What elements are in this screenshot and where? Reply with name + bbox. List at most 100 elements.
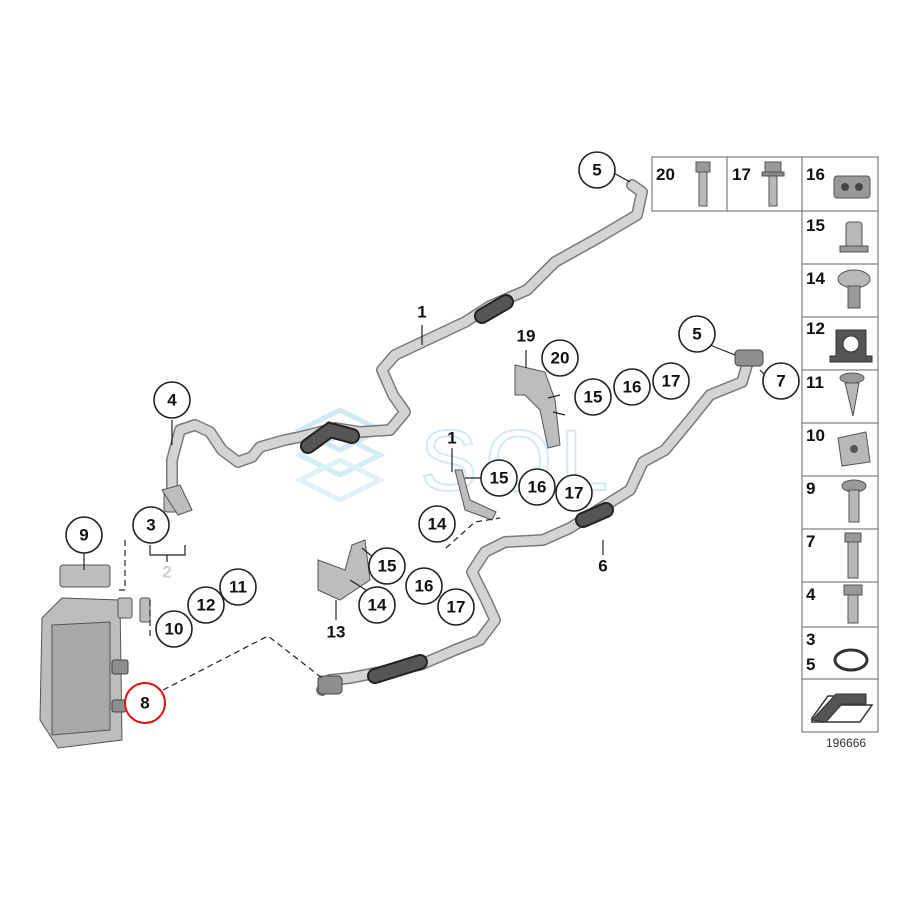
svg-text:20: 20 <box>551 349 570 368</box>
bolt-icon <box>695 161 711 207</box>
svg-text:7: 7 <box>806 532 815 551</box>
legend-cell-11[interactable]: 11 <box>801 369 879 424</box>
socket-bolt-icon <box>843 584 863 624</box>
legend-cell-14[interactable]: 14 <box>801 263 879 318</box>
callout-17-c[interactable]: 17 <box>437 588 475 626</box>
callout-20-mid[interactable]: 20 <box>541 339 579 377</box>
round-head-screw-icon <box>841 479 867 523</box>
legend-cell-12[interactable]: 12 <box>801 316 879 371</box>
bracket-1-mid <box>454 469 497 521</box>
svg-text:16: 16 <box>415 577 434 596</box>
callout-14-b[interactable]: 14 <box>358 586 396 624</box>
svg-text:15: 15 <box>806 216 825 235</box>
legend-cell-20[interactable]: 20 <box>651 156 728 212</box>
callout-4[interactable]: 4 <box>153 381 191 419</box>
svg-text:17: 17 <box>565 484 584 503</box>
legend-cell-arrow <box>801 678 879 733</box>
callout-17-a[interactable]: 17 <box>652 362 690 400</box>
svg-text:20: 20 <box>656 165 675 184</box>
svg-text:16: 16 <box>806 165 825 184</box>
callout-1-top[interactable]: 1 <box>417 303 426 322</box>
nut-insert-icon <box>839 221 869 253</box>
callout-9[interactable]: 9 <box>65 516 103 554</box>
svg-text:4: 4 <box>806 585 816 604</box>
callout-5-right[interactable]: 5 <box>678 315 716 353</box>
diagram-number: 196666 <box>826 736 866 750</box>
svg-text:12: 12 <box>197 596 216 615</box>
svg-text:7: 7 <box>776 372 785 391</box>
svg-text:17: 17 <box>732 165 751 184</box>
svg-text:8: 8 <box>140 694 149 713</box>
callout-19[interactable]: 19 <box>517 327 536 346</box>
bracket-3 <box>161 484 193 516</box>
svg-text:4: 4 <box>167 391 177 410</box>
svg-text:3: 3 <box>806 630 815 649</box>
legend-cell-3-5[interactable]: 3 5 <box>801 626 879 680</box>
svg-text:17: 17 <box>662 372 681 391</box>
svg-text:14: 14 <box>368 596 387 615</box>
svg-text:6: 6 <box>598 557 607 576</box>
svg-text:1: 1 <box>417 303 426 322</box>
parts-legend: 20 17 16 15 <box>651 156 879 750</box>
hose-line-6 <box>316 349 764 696</box>
callout-14-a[interactable]: 14 <box>418 505 456 543</box>
svg-text:15: 15 <box>584 388 603 407</box>
svg-text:10: 10 <box>806 426 825 445</box>
callout-16-a[interactable]: 16 <box>613 368 651 406</box>
svg-text:11: 11 <box>229 578 247 597</box>
callout-10[interactable]: 10 <box>155 610 193 648</box>
push-rivet-icon <box>837 269 871 309</box>
callout-2[interactable]: 2 <box>162 563 171 582</box>
svg-text:11: 11 <box>806 373 824 392</box>
legend-cell-4[interactable]: 4 <box>801 581 879 628</box>
callout-13[interactable]: 13 <box>327 623 346 642</box>
callout-7[interactable]: 7 <box>762 362 800 400</box>
callout-15-c[interactable]: 15 <box>368 547 406 585</box>
legend-cell-15[interactable]: 15 <box>801 210 879 265</box>
svg-text:13: 13 <box>327 623 346 642</box>
legend-cell-9[interactable]: 9 <box>801 475 879 530</box>
svg-text:10: 10 <box>165 620 184 639</box>
legend-cell-7[interactable]: 7 <box>801 528 879 583</box>
svg-text:5: 5 <box>806 655 815 674</box>
callout-3[interactable]: 3 <box>132 506 170 544</box>
svg-text:2: 2 <box>162 563 171 582</box>
svg-text:1: 1 <box>447 429 456 448</box>
flange-bolt-icon <box>761 161 785 207</box>
callout-16-b[interactable]: 16 <box>518 468 556 506</box>
callout-12[interactable]: 12 <box>187 586 225 624</box>
svg-text:5: 5 <box>692 325 701 344</box>
svg-text:9: 9 <box>806 479 815 498</box>
svg-text:9: 9 <box>79 526 88 545</box>
bracket-19 <box>514 364 561 449</box>
svg-text:5: 5 <box>592 161 601 180</box>
callout-11[interactable]: 11 <box>219 568 257 606</box>
svg-text:17: 17 <box>447 598 466 617</box>
hex-bolt-icon <box>844 532 862 579</box>
svg-text:14: 14 <box>428 515 447 534</box>
callout-16-c[interactable]: 16 <box>405 567 443 605</box>
callout-15-a[interactable]: 15 <box>574 378 612 416</box>
svg-text:15: 15 <box>490 469 509 488</box>
svg-text:3: 3 <box>146 516 155 535</box>
callout-17-b[interactable]: 17 <box>555 474 593 512</box>
svg-text:15: 15 <box>378 557 397 576</box>
legend-cell-10[interactable]: 10 <box>801 422 879 477</box>
pipe-clamp-icon <box>829 329 873 363</box>
svg-text:16: 16 <box>528 478 547 497</box>
o-ring-icon <box>833 648 869 672</box>
oil-cooler <box>39 564 129 749</box>
clamp-block-icon <box>833 175 871 199</box>
callout-8-highlighted[interactable]: 8 <box>124 682 166 724</box>
callout-5-top[interactable]: 5 <box>578 151 616 189</box>
legend-cell-17[interactable]: 17 <box>726 156 803 212</box>
svg-text:14: 14 <box>806 269 825 288</box>
callout-15-b[interactable]: 15 <box>480 459 518 497</box>
callout-6[interactable]: 6 <box>598 557 607 576</box>
svg-text:12: 12 <box>806 319 825 338</box>
legend-cell-16[interactable]: 16 <box>801 156 879 212</box>
callout-1-mid[interactable]: 1 <box>447 429 456 448</box>
svg-text:16: 16 <box>623 378 642 397</box>
direction-arrow-icon <box>810 693 874 723</box>
clips-10-11-12 <box>117 597 151 623</box>
